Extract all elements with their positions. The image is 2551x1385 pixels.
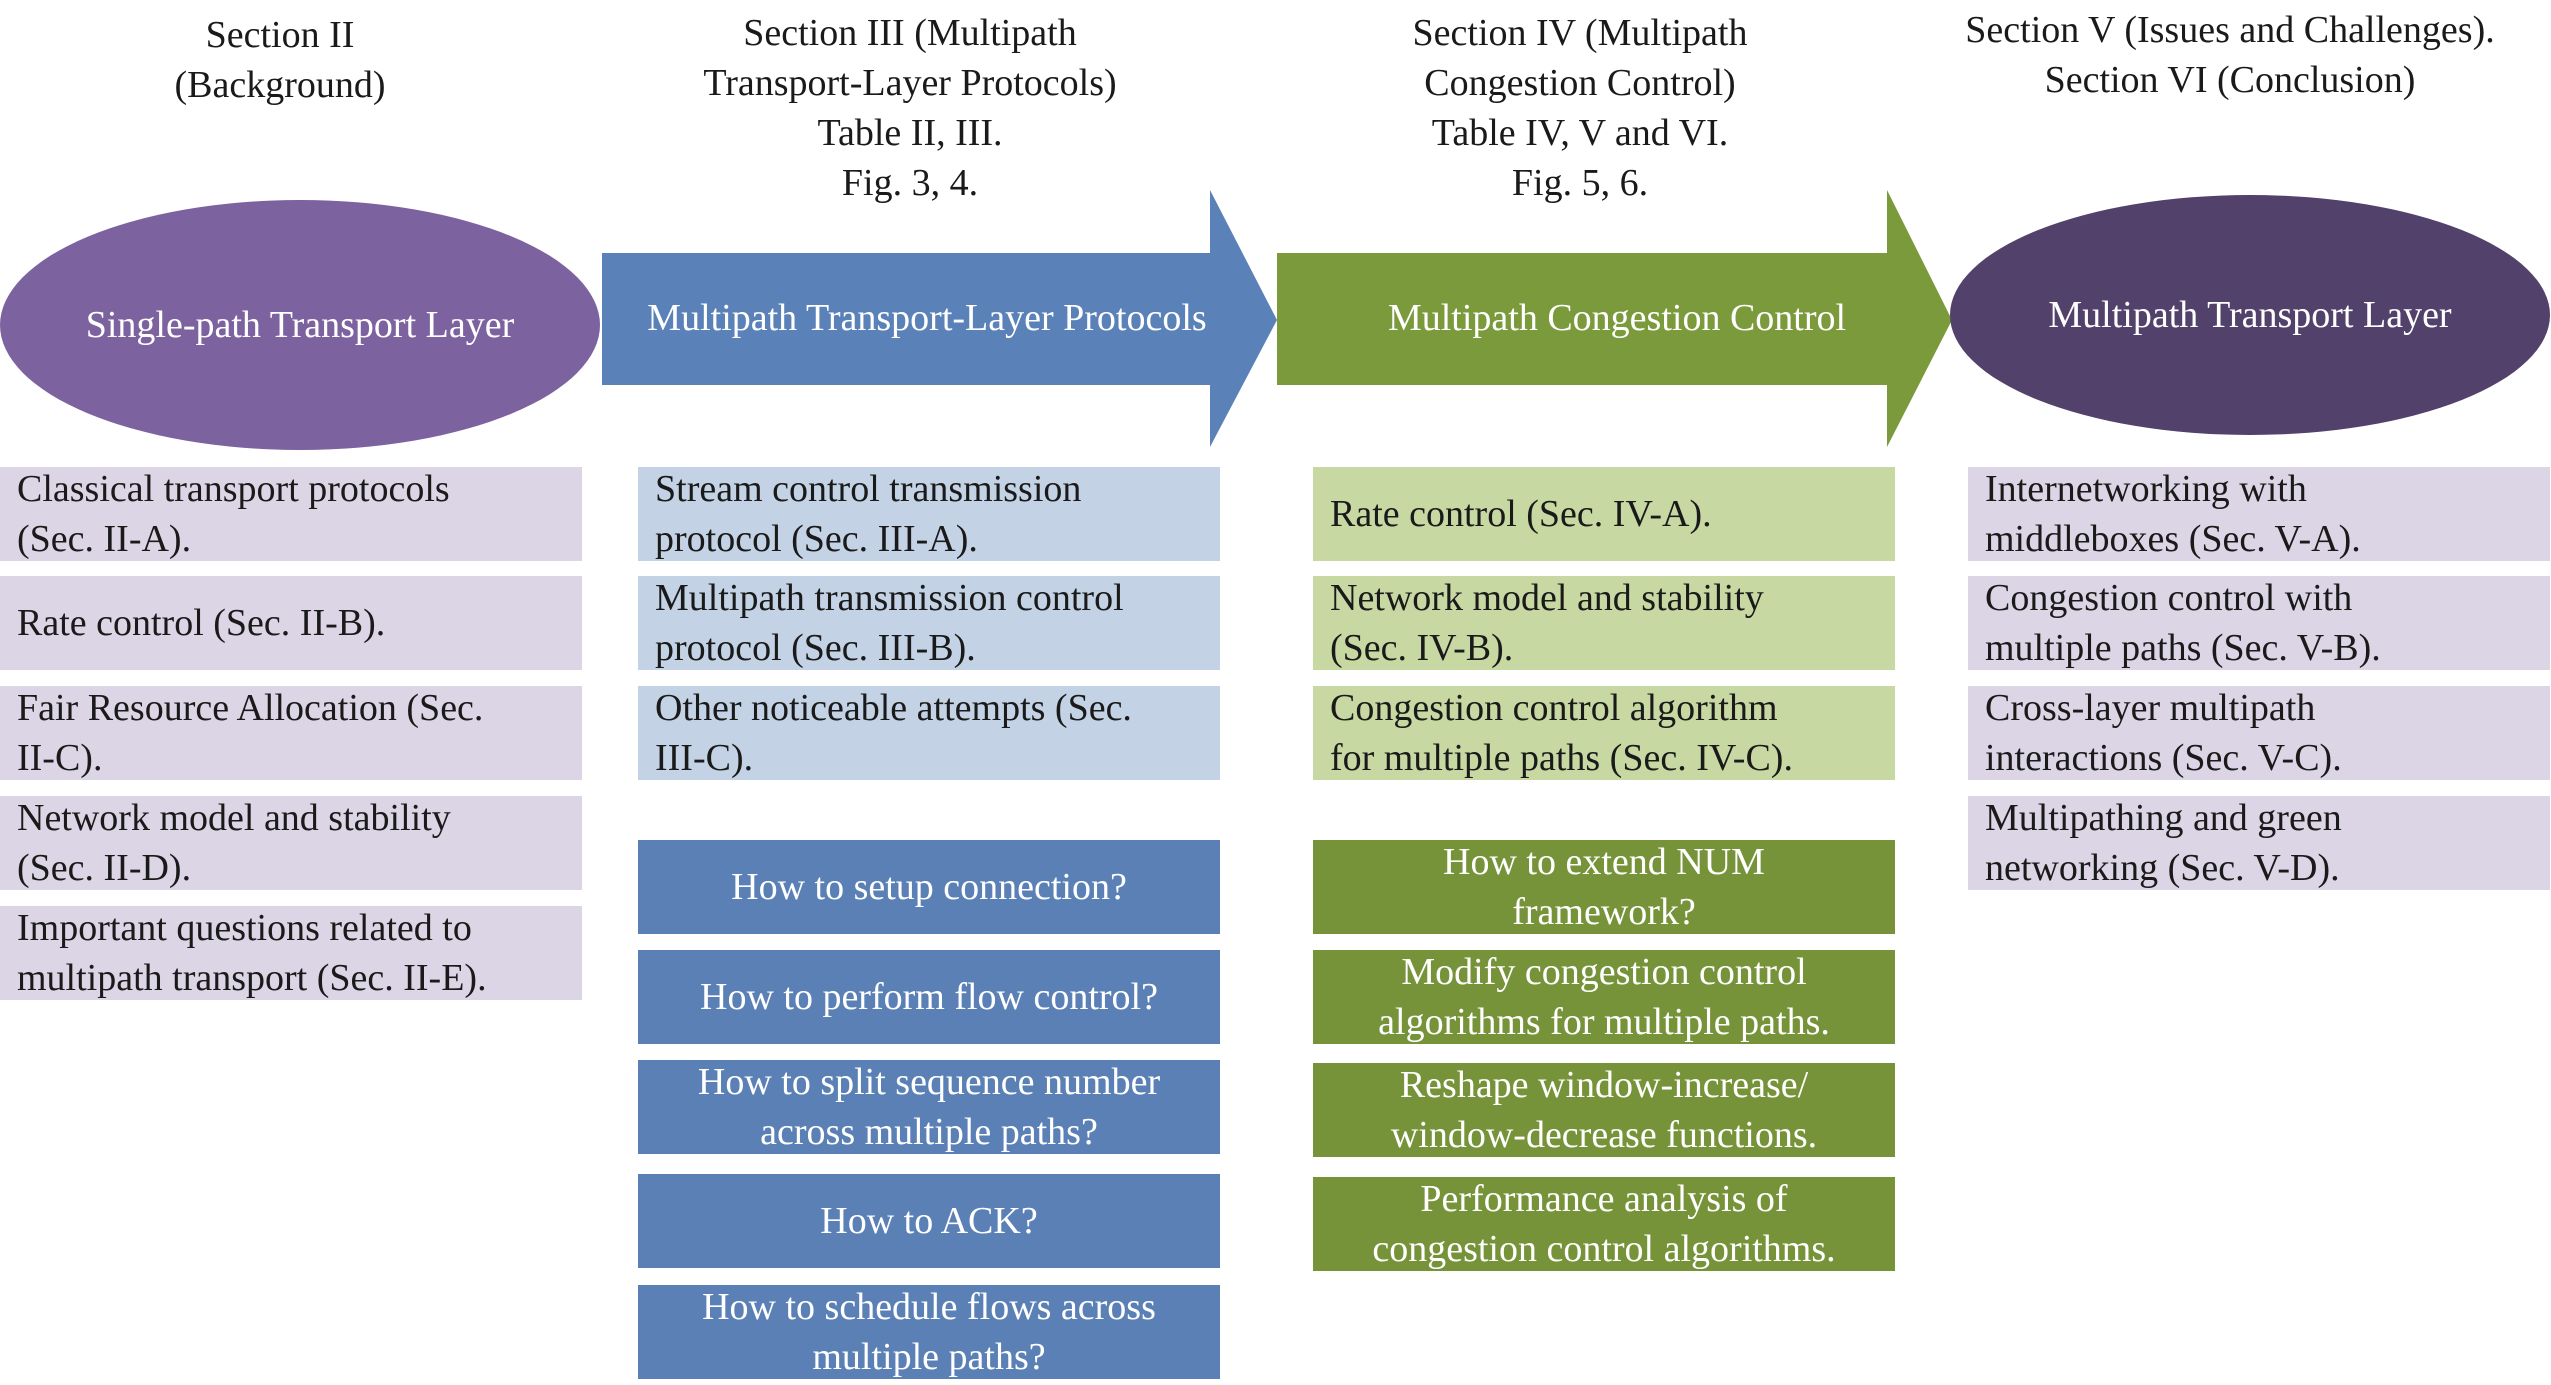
stage-congestion-control-arrow (1277, 190, 1952, 447)
topic-line: Cross-layer multipath (1985, 687, 2316, 729)
topic-line: Multipath transmission control (655, 577, 1124, 619)
topic-line: middleboxes (Sec. V-A). (1985, 518, 2361, 560)
topic-line: networking (Sec. V-D). (1985, 847, 2340, 889)
topic-line: Stream control transmission (655, 468, 1082, 510)
question-line: Performance analysis of (1420, 1178, 1788, 1220)
header-line: Section III (Multipath (743, 12, 1077, 54)
question-line: How to schedule flows across (702, 1286, 1156, 1328)
question-line: multiple paths? (812, 1336, 1046, 1378)
header-section-v-vi: Section V (Issues and Challenges). Secti… (1920, 5, 2540, 105)
question-box: How to setup connection? (638, 840, 1220, 934)
topic-line: protocol (Sec. III-B). (655, 627, 976, 669)
topic-box: Fair Resource Allocation (Sec. II-C). (0, 686, 582, 780)
question-box: Reshape window-increase/window-decrease … (1313, 1063, 1895, 1157)
topic-line: interactions (Sec. V-C). (1985, 737, 2342, 779)
question-line: algorithms for multiple paths. (1378, 1001, 1830, 1043)
stage-label-single-path: Single-path Transport Layer (85, 304, 515, 346)
topic-box: Cross-layer multipath interactions (Sec. … (1968, 686, 2550, 780)
topic-box: Other noticeable attempts (Sec. III-C). (638, 686, 1220, 780)
stage-label-congestion-control: Multipath Congestion Control (1387, 297, 1847, 339)
stage-single-path-ellipse (0, 200, 600, 450)
topic-box: Multipathing and green networking (Sec. V… (1968, 796, 2550, 890)
stage-multipath-transport-ellipse (1950, 195, 2550, 435)
question-line: How to ACK? (820, 1200, 1038, 1242)
header-line: Section II (205, 14, 355, 56)
topic-box: Congestion control algorithm for multiple… (1313, 686, 1895, 780)
topic-box: Network model and stability (Sec. IV-B). (1313, 576, 1895, 670)
topic-line: Congestion control algorithm (1330, 687, 1778, 729)
topic-line: II-C). (17, 737, 103, 779)
stage-multipath-protocols-arrow (602, 190, 1277, 447)
topic-line: for multiple paths (Sec. IV-C). (1330, 737, 1793, 779)
topic-line: Multipathing and green (1985, 797, 2342, 839)
topic-line: Network model and stability (1330, 577, 1764, 619)
header-section-iii: Section III (Multipath Transport-Layer P… (590, 8, 1230, 208)
topic-line: multiple paths (Sec. V-B). (1985, 627, 2381, 669)
header-line: Section IV (Multipath (1412, 12, 1748, 54)
header-line: Fig. 3, 4. (841, 162, 979, 204)
topic-box: Rate control (Sec. II-B). (0, 576, 582, 670)
stage-label-multipath-protocols: Multipath Transport-Layer Protocols (647, 297, 1207, 339)
topic-line: Rate control (Sec. II-B). (17, 602, 386, 644)
topic-box: Network model and stability (Sec. II-D). (0, 796, 582, 890)
topic-box: Internetworking with middleboxes (Sec. V-… (1968, 467, 2550, 561)
question-line: across multiple paths? (760, 1111, 1098, 1153)
header-line: Congestion Control) (1424, 62, 1736, 104)
topic-line: Rate control (Sec. IV-A). (1330, 493, 1712, 535)
question-line: framework? (1512, 891, 1696, 933)
question-box: How to schedule flows across multiple pat… (638, 1285, 1220, 1379)
header-section-iv: Section IV (Multipath Congestion Control… (1260, 8, 1900, 208)
header-line: Section V (Issues and Challenges). (1965, 9, 2495, 51)
header-line: Table II, III. (817, 112, 1003, 154)
topic-line: Classical transport protocols (17, 468, 450, 510)
question-box: How to ACK? (638, 1174, 1220, 1268)
topic-line: protocol (Sec. III-A). (655, 518, 978, 560)
topic-box: Important questions related to multipath … (0, 906, 582, 1000)
topic-box: Multipath transmission control protocol (… (638, 576, 1220, 670)
question-box: How to perform flow control? (638, 950, 1220, 1044)
question-box: How to split sequence number across multi… (638, 1060, 1220, 1154)
header-line: (Background) (174, 64, 386, 106)
question-line: congestion control algorithms. (1372, 1228, 1836, 1270)
topic-line: (Sec. II-D). (17, 847, 192, 889)
question-line: Modify congestion control (1401, 951, 1807, 993)
header-line: Transport-Layer Protocols) (703, 62, 1117, 104)
topic-line: Other noticeable attempts (Sec. (655, 687, 1132, 729)
topic-line: III-C). (655, 737, 754, 779)
stage-label-multipath-transport: Multipath Transport Layer (2048, 294, 2452, 336)
topic-line: multipath transport (Sec. II-E). (17, 957, 487, 999)
question-line: How to perform flow control? (700, 976, 1158, 1018)
topic-box: Rate control (Sec. IV-A). (1313, 467, 1895, 561)
topic-line: Internetworking with (1985, 468, 2307, 510)
question-line: How to extend NUM (1443, 841, 1765, 883)
header-section-ii: Section II (Background) (80, 10, 480, 110)
topic-line: Network model and stability (17, 797, 451, 839)
topic-line: Congestion control with (1985, 577, 2353, 619)
topic-box: Stream control transmission protocol (Sec… (638, 467, 1220, 561)
question-box: Modify congestion control algorithms for … (1313, 950, 1895, 1044)
question-line: How to setup connection? (731, 866, 1127, 908)
topic-box: Classical transport protocols (Sec. II-A)… (0, 467, 582, 561)
header-line: Section VI (Conclusion) (2044, 59, 2416, 101)
topic-box: Congestion control with multiple paths (S… (1968, 576, 2550, 670)
header-line: Fig. 5, 6. (1511, 162, 1649, 204)
question-line: How to split sequence number (697, 1061, 1161, 1103)
topic-line: Fair Resource Allocation (Sec. (17, 687, 484, 729)
question-box: Performance analysis of congestion contro… (1313, 1177, 1895, 1271)
topic-line: Important questions related to (17, 907, 472, 949)
topic-line: (Sec. IV-B). (1330, 627, 1514, 669)
header-line: Table IV, V and VI. (1431, 112, 1729, 154)
topic-line: (Sec. II-A). (17, 518, 192, 560)
question-line: Reshape window-increase/ (1399, 1064, 1809, 1106)
question-box: How to extend NUM framework? (1313, 840, 1895, 934)
flow-shapes (0, 190, 2550, 450)
question-line: window-decrease functions. (1390, 1114, 1818, 1156)
